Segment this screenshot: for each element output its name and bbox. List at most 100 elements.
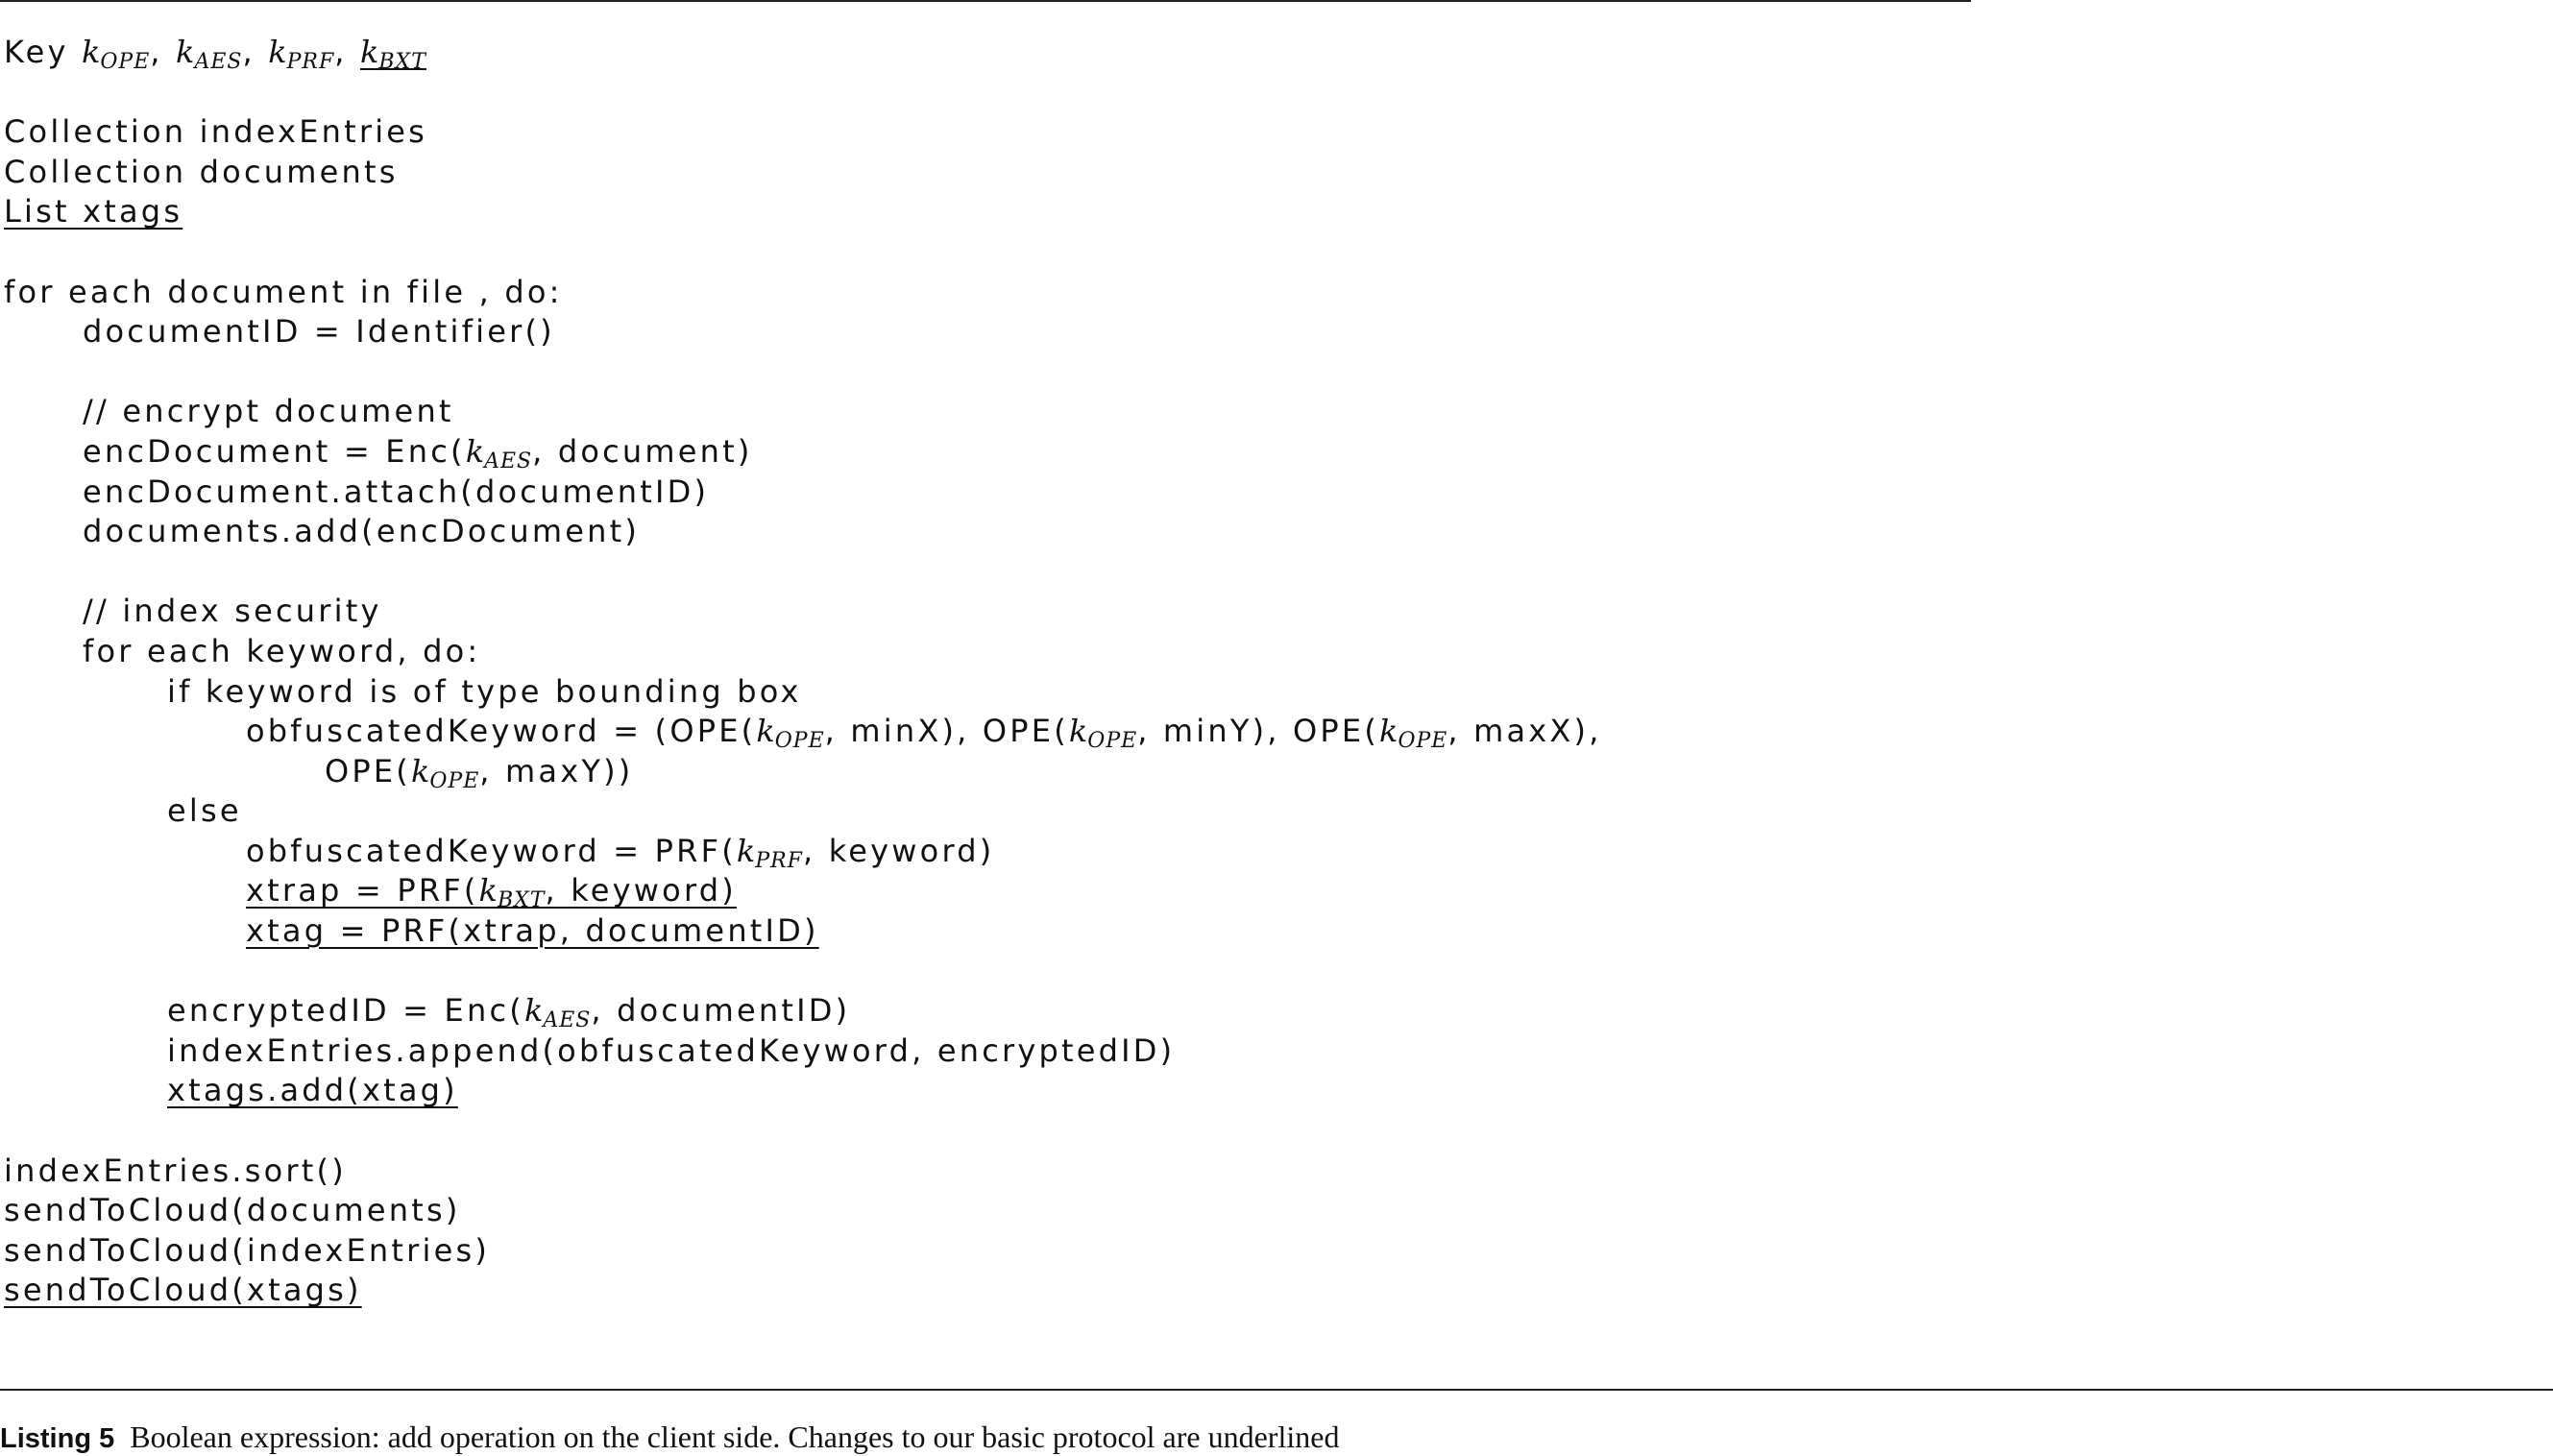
key-subscript: PRF	[755, 848, 803, 873]
code-text: ,	[334, 34, 360, 70]
code-line: xtrap = PRF(kBXT, keyword)	[4, 871, 1602, 913]
code-line: sendToCloud(documents)	[4, 1191, 1602, 1231]
key-subscript: AES	[194, 50, 243, 74]
code-text: OPE(	[325, 752, 411, 789]
code-line: for each document in file , do:	[4, 273, 1602, 313]
code-text: encDocument.attach(documentID)	[83, 473, 710, 510]
code-line-content: List xtags	[4, 193, 182, 230]
key-subscript: AES	[484, 449, 533, 473]
code-text: , minX), OPE(	[824, 713, 1069, 750]
code-text: indexEntries.append(obfuscatedKeyword, e…	[167, 1031, 1176, 1069]
blank-line	[4, 352, 1602, 393]
key-symbol: kPRF	[736, 832, 803, 873]
code-line-content: documentID = Identifier()	[83, 313, 555, 350]
key-symbol: kAES	[523, 992, 592, 1033]
key-subscript: AES	[543, 1008, 592, 1033]
blank-line	[4, 232, 1602, 273]
code-text: ,	[242, 34, 269, 70]
code-text: sendToCloud(xtags)	[4, 1272, 362, 1309]
code-line: indexEntries.append(obfuscatedKeyword, e…	[4, 1031, 1602, 1072]
code-line-content: if keyword is of type bounding box	[167, 673, 802, 710]
code-text: // index security	[83, 593, 382, 630]
key-subscript: OPE	[1398, 729, 1448, 754]
code-text: for each document in file , do:	[4, 273, 563, 310]
key-symbol: kBXT	[360, 34, 426, 74]
code-line-content: encDocument = Enc(kAES, document)	[83, 432, 753, 473]
code-line: indexEntries.sort()	[4, 1152, 1602, 1192]
code-line-content: encDocument.attach(documentID)	[83, 473, 709, 510]
code-line-content: sendToCloud(xtags)	[4, 1272, 362, 1308]
code-line: else	[4, 791, 1602, 832]
code-line-content: Collection documents	[4, 154, 399, 190]
key-subscript: OPE	[774, 729, 825, 754]
code-line-content: Key kOPE, kAES, kPRF, kBXT	[4, 34, 426, 74]
code-line-content: OPE(kOPE, maxY))	[325, 752, 633, 793]
code-line: xtags.add(xtag)	[4, 1071, 1602, 1111]
code-text: , keyword)	[545, 872, 737, 910]
key-declaration: kOPE	[82, 34, 151, 74]
code-text: sendToCloud(indexEntries)	[4, 1231, 491, 1269]
blank-line	[4, 1111, 1602, 1152]
caption-label: Listing 5	[0, 1423, 115, 1454]
code-text: xtag = PRF(xtrap, documentID)	[246, 912, 819, 950]
code-text: List xtags	[4, 193, 183, 231]
code-text: obfuscatedKeyword = (OPE(	[246, 713, 757, 750]
code-line: for each keyword, do:	[4, 632, 1602, 672]
code-text: xtrap = PRF(	[246, 872, 479, 910]
code-line-content: sendToCloud(indexEntries)	[4, 1232, 490, 1269]
blank-line	[4, 73, 1602, 113]
code-line-content: sendToCloud(documents)	[4, 1192, 461, 1228]
code-text: , maxX),	[1447, 713, 1602, 750]
code-line-content: // encrypt document	[83, 393, 454, 429]
code-line: obfuscatedKeyword = (OPE( kOPE , minX), OP…	[4, 712, 1602, 754]
code-line: obfuscatedKeyword = PRF(kPRF, keyword)	[4, 832, 1602, 873]
code-text: , minY), OPE(	[1137, 713, 1380, 750]
code-line: sendToCloud(indexEntries)	[4, 1231, 1602, 1272]
blank-line	[4, 952, 1602, 992]
code-text: else	[167, 792, 242, 830]
key-symbol: kOPE	[82, 34, 151, 74]
key-symbol: kAES	[176, 34, 243, 74]
code-line-content: Collection indexEntries	[4, 113, 427, 150]
code-line: Collection indexEntries	[4, 112, 1602, 153]
code-line-content: indexEntries.sort()	[4, 1153, 347, 1189]
code-line-content: encryptedID = Enc(kAES, documentID)	[167, 992, 851, 1033]
code-text: , documentID)	[591, 992, 851, 1030]
key-declaration: kBXT	[360, 34, 426, 74]
key-subscript: OPE	[100, 50, 151, 74]
code-line: // index security	[4, 592, 1602, 632]
code-text: indexEntries.sort()	[4, 1152, 347, 1189]
code-line: documents.add(encDocument)	[4, 512, 1602, 552]
code-line-content: indexEntries.append(obfuscatedKeyword, e…	[167, 1032, 1175, 1069]
code-line: if keyword is of type bounding box	[4, 672, 1602, 713]
code-text: if keyword is of type bounding box	[167, 672, 802, 710]
code-text: xtags.add(xtag)	[167, 1072, 458, 1109]
key-subscript: BXT	[378, 50, 426, 74]
code-line-content: obfuscatedKeyword = (OPE( kOPE , minX), OP…	[246, 713, 1602, 754]
code-text: sendToCloud(documents)	[4, 1192, 461, 1229]
code-text: Key	[4, 34, 82, 70]
code-line: encryptedID = Enc(kAES, documentID)	[4, 991, 1602, 1033]
code-line-content: xtag = PRF(xtrap, documentID)	[246, 912, 819, 949]
blank-line	[4, 552, 1602, 593]
key-subscript: PRF	[286, 50, 335, 74]
code-line-content: else	[167, 792, 242, 829]
code-line-content: xtags.add(xtag)	[167, 1072, 458, 1108]
code-text: for each keyword, do:	[83, 632, 481, 669]
code-line-content: // index security	[83, 593, 382, 629]
code-text: obfuscatedKeyword = PRF(	[246, 832, 737, 869]
key-symbol: kOPE	[1379, 713, 1448, 754]
code-line-content: for each document in file , do:	[4, 274, 563, 310]
code-line: OPE(kOPE, maxY))	[4, 752, 1602, 793]
code-line: Key kOPE, kAES, kPRF, kBXT	[4, 33, 1602, 74]
code-line-content: obfuscatedKeyword = PRF(kPRF, keyword)	[246, 832, 994, 873]
code-text: // encrypt document	[83, 393, 454, 430]
key-symbol: kAES	[465, 432, 533, 473]
key-subscript: BXT	[497, 888, 546, 913]
top-rule	[0, 0, 1971, 2]
code-text: Collection indexEntries	[4, 113, 428, 151]
code-line-content: xtrap = PRF(kBXT, keyword)	[246, 872, 737, 913]
code-text: documents.add(encDocument)	[83, 513, 641, 550]
key-symbol: kOPE	[411, 752, 480, 793]
